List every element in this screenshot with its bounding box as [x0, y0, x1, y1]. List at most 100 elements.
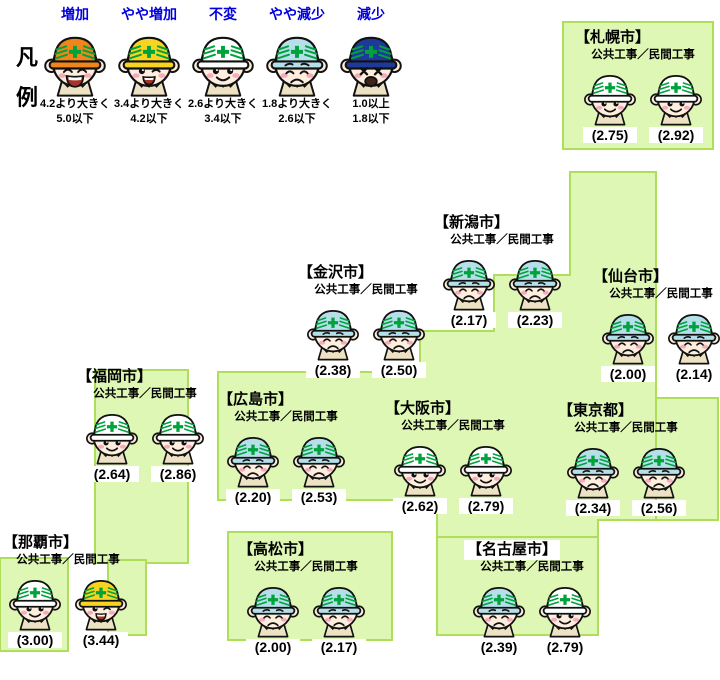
legend-range-line2: 4.2以下: [130, 112, 168, 125]
works-type-label: 公共工事／民間工事: [609, 288, 713, 300]
works-type-label: 公共工事／民間工事: [314, 284, 418, 296]
city-block-sapporo: 【札幌市】公共工事／民間工事 (2.75)(2.92): [575, 28, 705, 143]
worker-face-icon: [266, 36, 328, 97]
worker-face-icon: [86, 413, 138, 465]
worker-face-icon: [460, 445, 512, 497]
city-block-niigata: 【新潟市】公共工事／民間工事 (2.17) (2.23): [434, 213, 564, 328]
legend-range-line1: 1.8より大きく: [261, 98, 333, 110]
works-type-label: 公共工事／民間工事: [401, 420, 505, 432]
city-block-nagoya: 【名古屋市】公共工事／民間工事 (2.39)(2.79): [464, 540, 594, 655]
legend-level-label: やや減少: [269, 6, 325, 22]
worker-face-icon: [668, 313, 720, 365]
worker-face-public: [442, 249, 496, 311]
worker-face-public: [472, 576, 526, 638]
worker-face-pair: [391, 435, 515, 497]
worker-face-public: [85, 403, 139, 465]
public-works-value: (2.62): [393, 498, 447, 514]
city-name: 【広島市】: [218, 391, 294, 408]
worker-face-icon: [602, 313, 654, 365]
worker-face-pair: [599, 303, 720, 365]
value-pair: (2.75)(2.92): [581, 127, 705, 143]
city-name: 【新潟市】: [434, 214, 510, 231]
public-works-value: (2.00): [246, 639, 300, 655]
worker-face-pair: [83, 403, 207, 465]
city-block-osaka: 【大阪市】公共工事／民間工事 (2.62)(2.79): [385, 399, 515, 514]
worker-face-public: [226, 426, 280, 488]
worker-face-pair: [244, 576, 368, 638]
city-name: 【那覇市】: [0, 533, 130, 553]
works-type-label: 公共工事／民間工事: [450, 234, 554, 246]
worker-face-public: [246, 576, 300, 638]
legend-range-line1: 4.2より大きく: [39, 98, 111, 110]
city-name: 【福岡市】: [77, 368, 153, 385]
city-name: 【札幌市】: [575, 29, 651, 46]
legend-worker-face: [255, 24, 339, 97]
city-block-fukuoka: 【福岡市】公共工事／民間工事 (2.64) (2.86): [77, 367, 207, 482]
private-works-value: (2.14): [667, 366, 720, 382]
private-works-value: (2.50): [372, 362, 426, 378]
legend-range-line2: 1.8以下: [352, 112, 390, 125]
worker-face-icon: [44, 36, 106, 97]
worker-face-icon: [650, 74, 702, 126]
worker-face-icon: [118, 36, 180, 97]
worker-face-icon: [373, 309, 425, 361]
works-type-label: 公共工事／民間工事: [574, 422, 678, 434]
private-works-value: (2.23): [508, 312, 562, 328]
worker-face-private: [459, 435, 513, 497]
private-works-value: (2.86): [151, 466, 205, 482]
city-name: 【金沢市】: [298, 264, 374, 281]
city-block-kanazawa: 【金沢市】公共工事／民間工事 (2.38) (2.50): [298, 263, 428, 378]
city-name: 【名古屋市】: [464, 540, 594, 560]
legend-level-label: やや増加: [121, 6, 177, 22]
worker-face-icon: [75, 579, 127, 631]
worker-face-icon: [192, 36, 254, 97]
private-works-value: (2.92): [649, 127, 703, 143]
value-pair: (2.00) (2.14): [599, 366, 720, 382]
worker-face-public: [583, 64, 637, 126]
city-name: 【東京都】: [558, 402, 634, 419]
public-works-value: (2.38): [306, 362, 360, 378]
worker-face-private: [312, 576, 366, 638]
worker-face-icon: [9, 579, 61, 631]
works-type-label: 公共工事／民間工事: [234, 411, 338, 423]
private-works-value: (3.44): [74, 632, 128, 648]
public-works-value: (2.00): [601, 366, 655, 382]
works-type-label: 公共工事／民間工事: [254, 561, 358, 573]
worker-face-icon: [340, 36, 402, 97]
worker-face-private: [632, 437, 686, 499]
worker-face-icon: [152, 413, 204, 465]
city-block-tokyo: 【東京都】公共工事／民間工事 (2.34)(2.56): [558, 401, 688, 516]
value-pair: (2.62) (2.79): [391, 498, 515, 514]
city-block-sendai: 【仙台市】公共工事／民間工事 (2.00) (2.14): [593, 267, 720, 382]
value-pair: (2.39)(2.79): [470, 639, 594, 655]
worker-face-public: [601, 303, 655, 365]
city-name: 【仙台市】: [593, 268, 669, 285]
worker-face-icon: [567, 447, 619, 499]
private-works-value: (2.17): [312, 639, 366, 655]
legend-level-label: 不変: [209, 6, 237, 22]
worker-face-private: [538, 576, 592, 638]
worker-face-pair: [224, 426, 348, 488]
worker-face-icon: [443, 259, 495, 311]
value-pair: (2.00) (2.17): [244, 639, 368, 655]
city-block-hiroshima: 【広島市】公共工事／民間工事 (2.20)(2.53): [218, 390, 348, 505]
public-works-value: (2.20): [226, 489, 280, 505]
value-pair: (2.20)(2.53): [224, 489, 348, 505]
works-type-label: 公共工事／民間工事: [480, 561, 584, 573]
city-name: 【高松市】: [238, 541, 314, 558]
legend-level-label: 減少: [357, 6, 385, 22]
public-works-value: (2.64): [85, 466, 139, 482]
private-works-value: (2.79): [459, 498, 513, 514]
works-type-label: 公共工事／民間工事: [93, 388, 197, 400]
value-pair: (2.17) (2.23): [440, 312, 564, 328]
legend-level-label: 増加: [61, 6, 89, 22]
public-works-value: (2.17): [442, 312, 496, 328]
worker-face-public: [393, 435, 447, 497]
